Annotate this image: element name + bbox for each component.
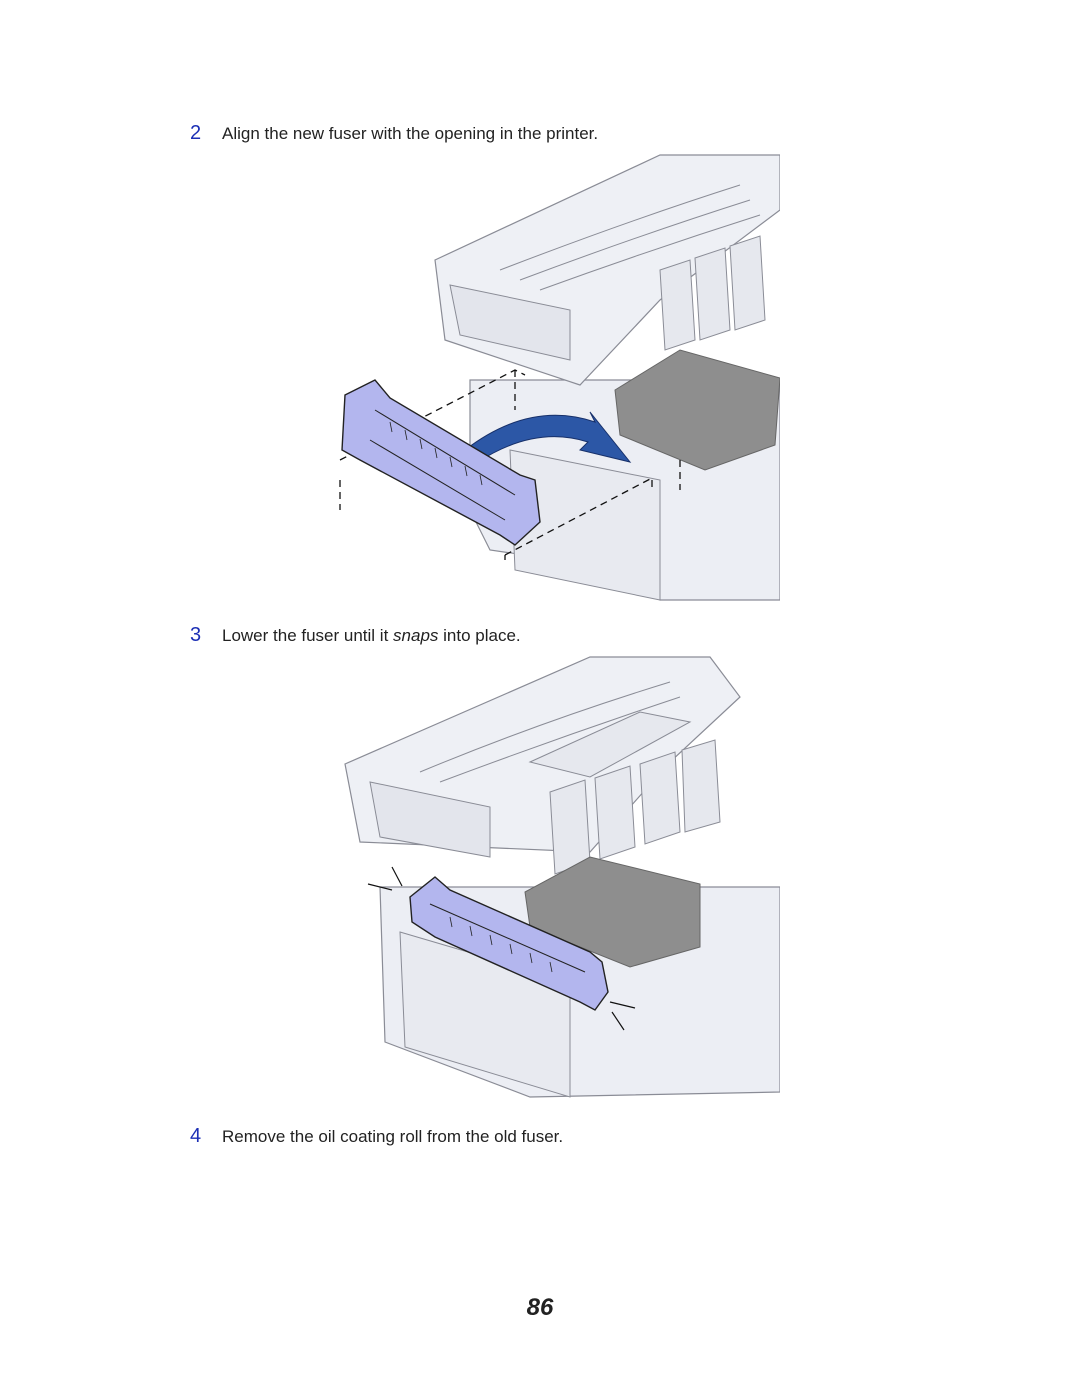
step-2: 2 Align the new fuser with the opening i… bbox=[190, 122, 598, 145]
step-number: 2 bbox=[190, 122, 202, 144]
step-4: 4 Remove the oil coating roll from the o… bbox=[190, 1125, 563, 1148]
step-number: 3 bbox=[190, 624, 202, 646]
page-number: 86 bbox=[526, 1294, 554, 1321]
step-3: 3 Lower the fuser until it snaps into pl… bbox=[190, 624, 521, 647]
fuser-unit bbox=[341, 379, 541, 546]
fuser-unit bbox=[409, 876, 609, 1011]
step-number: 4 bbox=[190, 1125, 202, 1147]
step-text: Align the new fuser with the opening in … bbox=[222, 124, 599, 143]
emphasized-word: snaps bbox=[393, 626, 439, 645]
step-text: Lower the fuser until it snaps into plac… bbox=[222, 626, 521, 645]
step-text: Remove the oil coating roll from the old… bbox=[222, 1127, 564, 1146]
fuser-alignment-illustration bbox=[339, 154, 780, 601]
fuser-installed-illustration bbox=[344, 656, 780, 1098]
